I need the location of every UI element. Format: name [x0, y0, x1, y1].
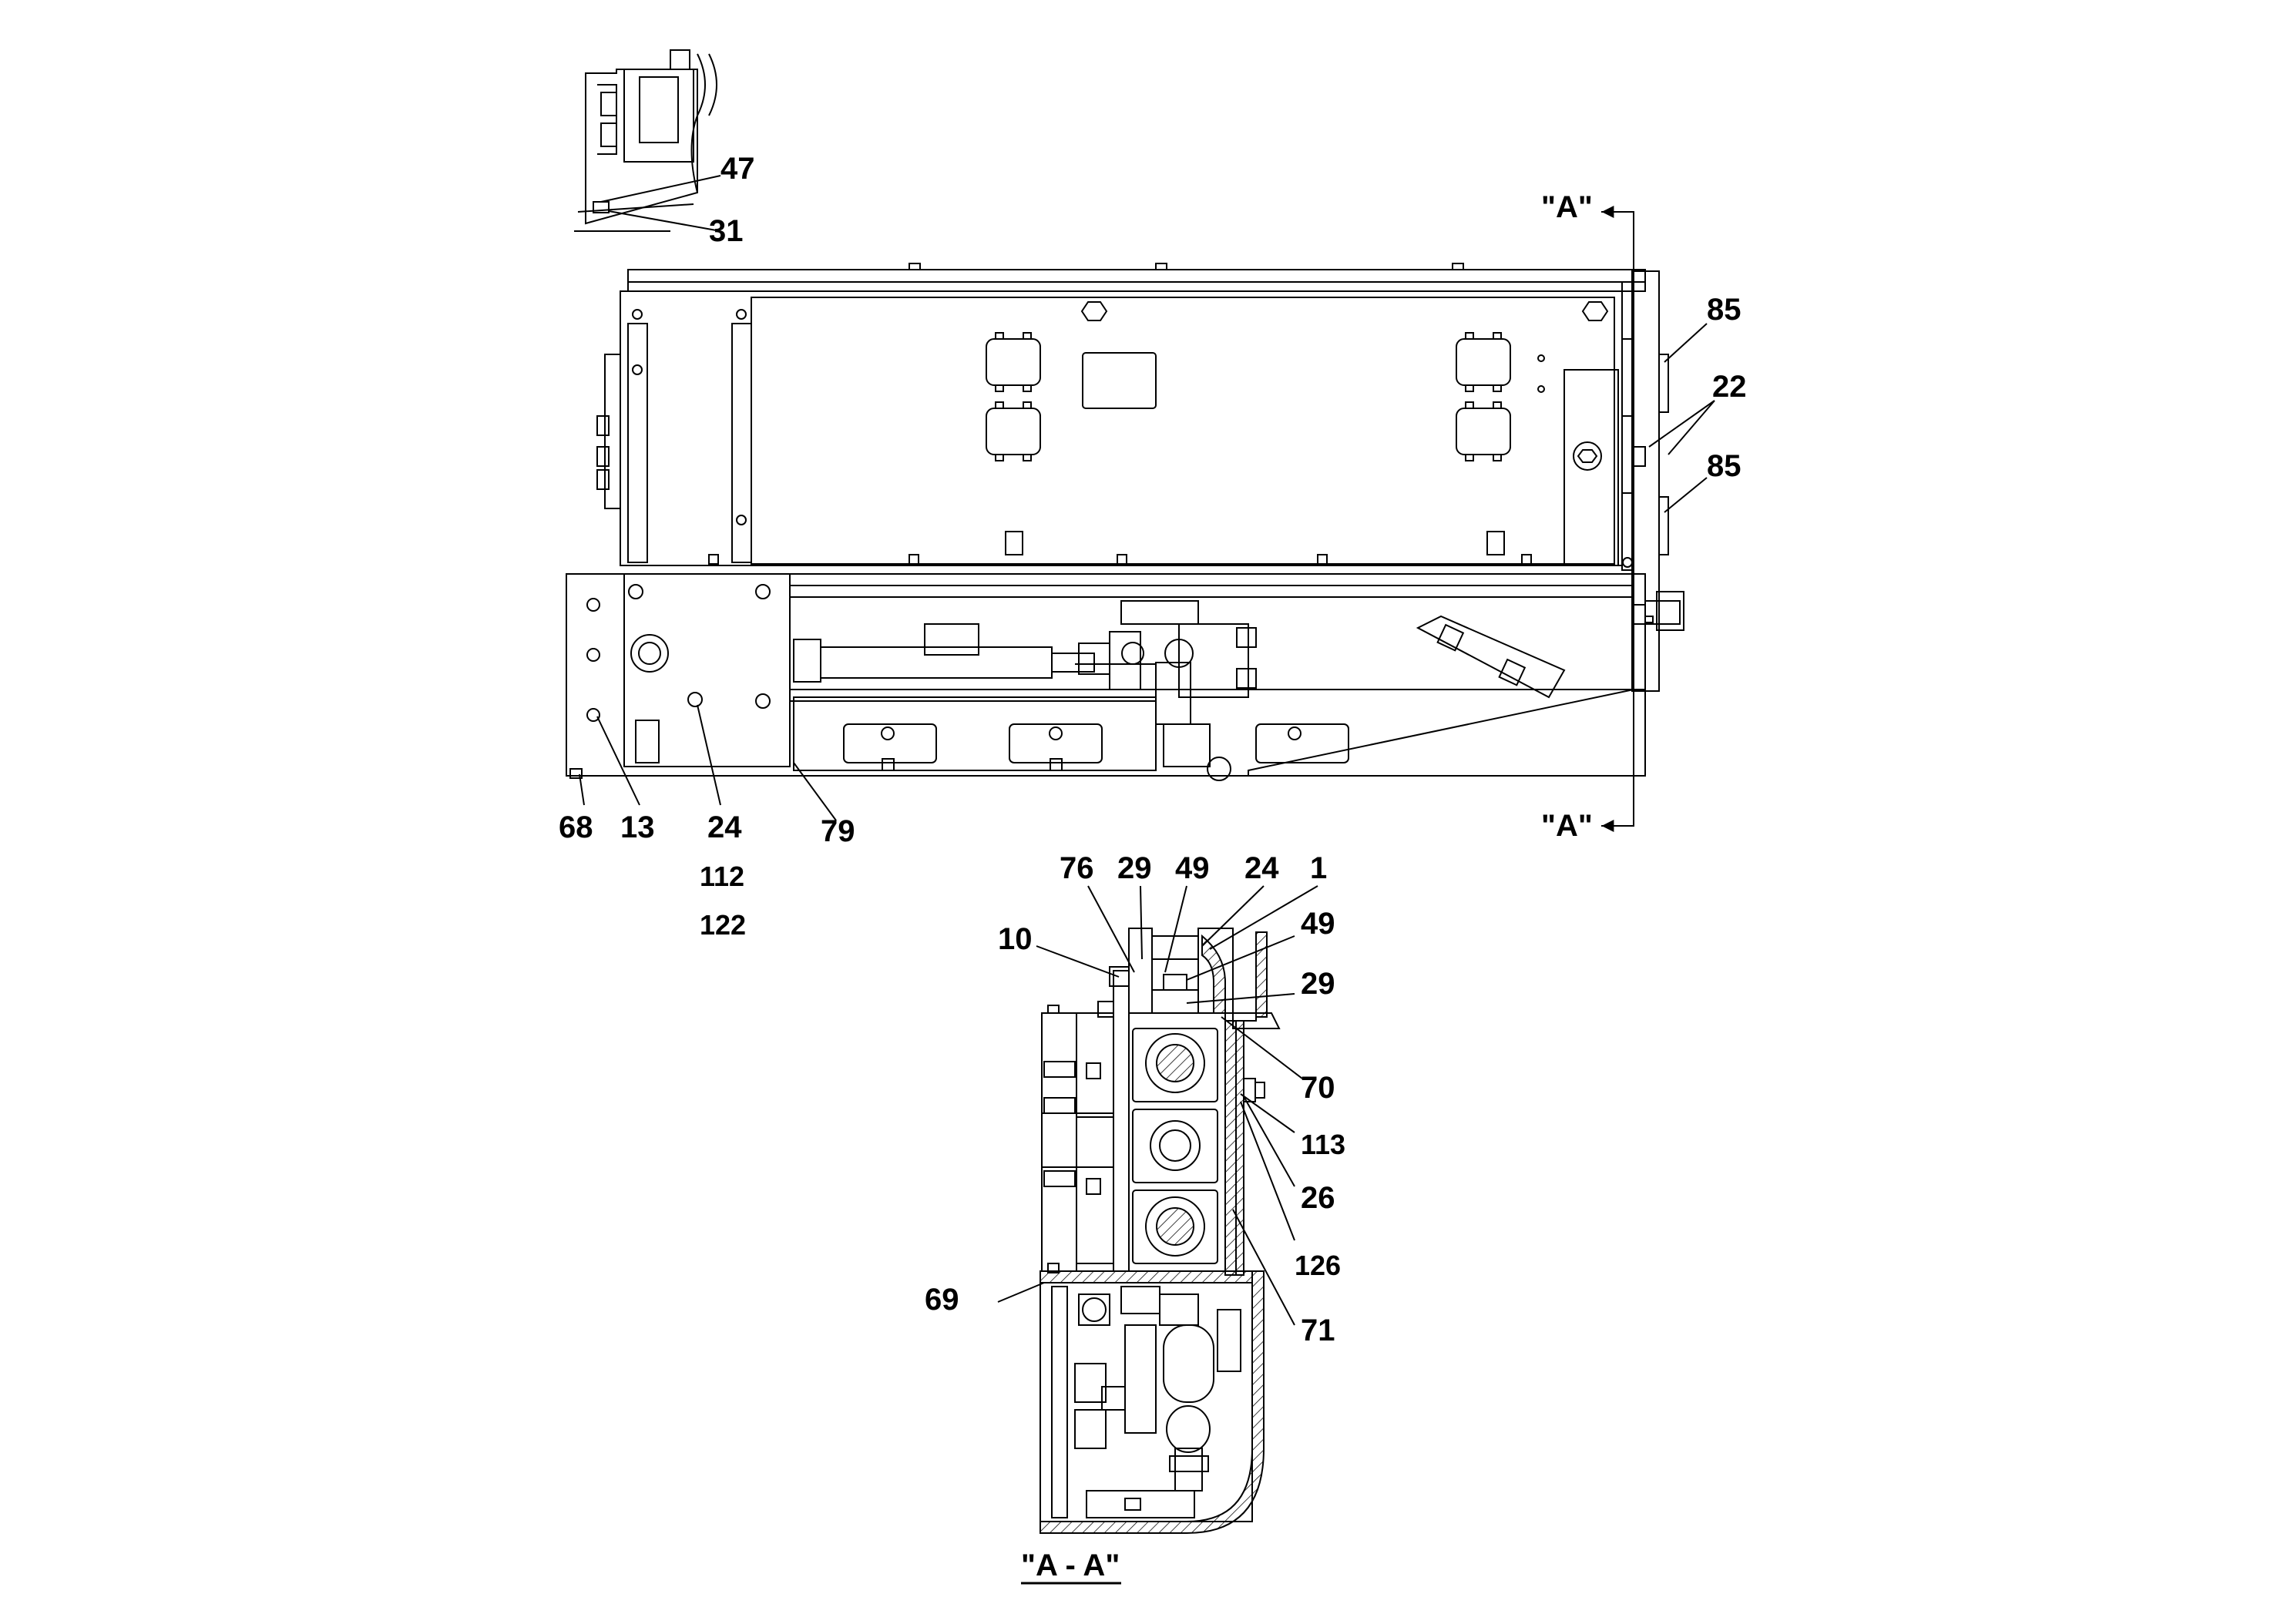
callout-section-11: 126	[1295, 1250, 1341, 1281]
callout-main-8: 79	[821, 814, 855, 848]
callout-main-3: 68	[559, 810, 593, 844]
callout-section-7: 29	[1301, 967, 1335, 1001]
callout-detail-0: 47	[720, 152, 755, 186]
callout-section-0: 76	[1060, 851, 1094, 885]
main-assembly-view	[566, 263, 1684, 781]
callout-section-5: 10	[998, 922, 1033, 956]
callout-section-4: 1	[1310, 851, 1327, 885]
callout-main-7: 122	[700, 909, 746, 941]
callout-section-12: 69	[925, 1283, 959, 1317]
callout-section-2: 49	[1175, 851, 1210, 885]
section-mark-bottom: "A"	[1541, 809, 1593, 843]
section-cut-indicator	[1601, 206, 1634, 832]
callout-main-4: 13	[620, 810, 655, 844]
callout-detail-1: 31	[709, 214, 744, 248]
section-view-a-a	[1040, 928, 1281, 1534]
main-view-leaders	[579, 323, 1715, 821]
callout-main-1: 22	[1712, 370, 1747, 404]
callout-section-3: 24	[1244, 851, 1279, 885]
callout-section-1: 29	[1117, 851, 1152, 885]
callout-main-5: 24	[707, 810, 742, 844]
callout-main-0: 85	[1707, 293, 1741, 327]
section-mark-top: "A"	[1541, 190, 1593, 224]
callout-section-10: 26	[1301, 1181, 1335, 1215]
callout-section-6: 49	[1301, 907, 1335, 941]
callout-main-2: 85	[1707, 449, 1741, 483]
callout-section-9: 113	[1301, 1129, 1345, 1160]
section-view-leaders	[997, 885, 1318, 1326]
callout-main-6: 112	[700, 861, 744, 892]
section-view-title: "A - A"	[1021, 1549, 1120, 1582]
callout-section-13: 71	[1301, 1314, 1335, 1347]
callout-section-8: 70	[1301, 1071, 1335, 1105]
detail-view	[574, 49, 721, 232]
